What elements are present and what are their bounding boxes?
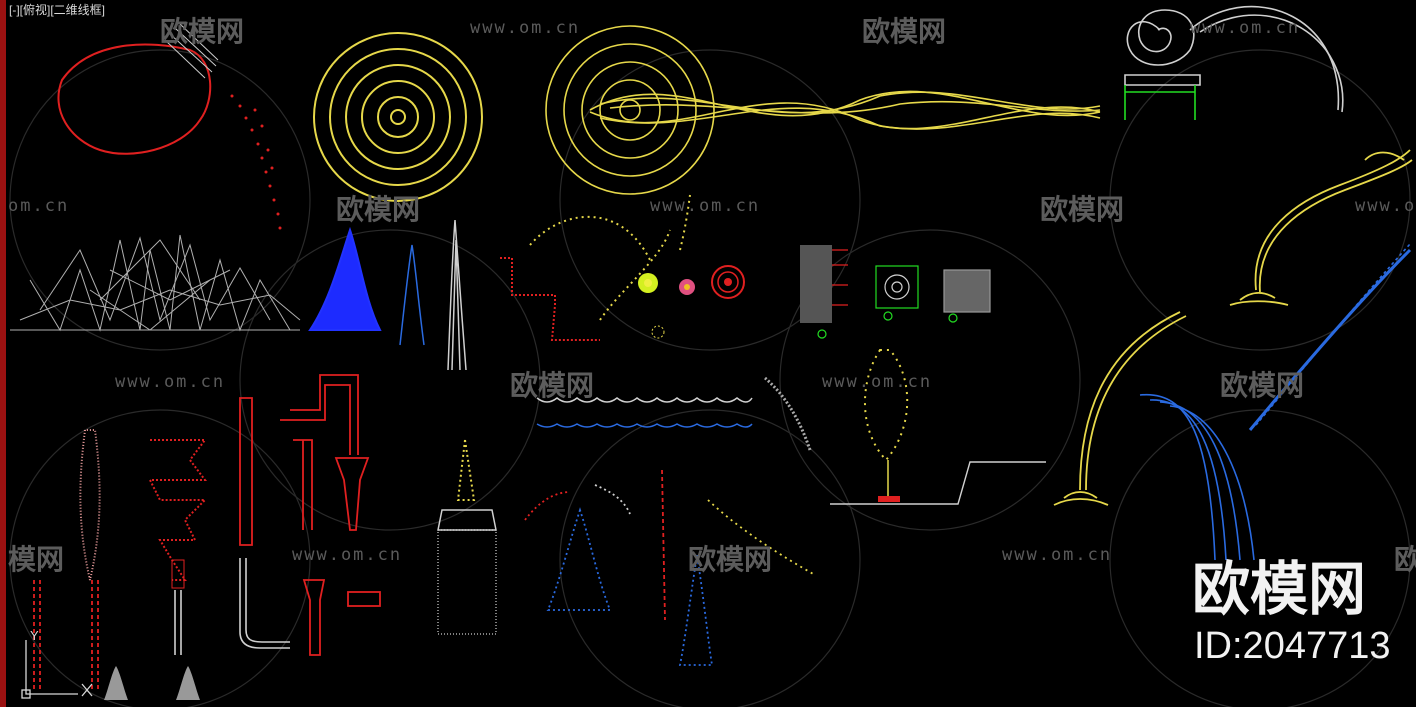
detail-sections-drawing[interactable] xyxy=(800,245,991,339)
watermark-url: www.om.cn xyxy=(1355,196,1416,216)
watermark-brand: 欧模网 xyxy=(1220,369,1305,402)
watermark-brand: 欧模网 xyxy=(688,543,773,576)
watermark-brand: 欧模网 xyxy=(510,369,595,402)
watermark-brand: 欧模网 xyxy=(1040,193,1125,226)
watermark-brand: 欧模网 xyxy=(160,15,245,48)
watermark-brand: 欧模网 xyxy=(1394,543,1416,576)
nozzle-icons-drawing[interactable] xyxy=(638,265,745,299)
overlay-id: ID:2047713 xyxy=(1194,625,1391,667)
watermark-url: om.cn xyxy=(8,196,70,216)
window-edge xyxy=(0,0,6,707)
ucs-y-label: Y xyxy=(30,628,39,643)
ucs-axis-icon xyxy=(21,640,93,699)
watermark-circles xyxy=(9,49,1411,707)
cascade-column-drawing[interactable] xyxy=(437,439,497,635)
dot-arc-drawing[interactable] xyxy=(500,194,691,341)
watermark-url: www.om.cn xyxy=(650,196,761,216)
urn-fountain-drawing[interactable] xyxy=(57,23,282,230)
ripple-circles-drawing[interactable] xyxy=(313,32,483,202)
foam-jets-drawing[interactable] xyxy=(79,429,208,589)
watermark-brand: 欧模网 xyxy=(336,193,421,226)
reed-cluster-drawing[interactable] xyxy=(10,234,301,332)
watermark-url: www.om.cn xyxy=(822,372,933,392)
viewport-label[interactable]: [-][俯视][二维线框] xyxy=(9,3,106,17)
spray-and-tree-drawing[interactable] xyxy=(764,349,1046,505)
watermark-url: www.om.cn xyxy=(1002,545,1113,565)
pipe-fittings-drawing[interactable] xyxy=(33,374,381,690)
arc-jets-drawing[interactable] xyxy=(1053,149,1413,506)
water-surface-drawing[interactable] xyxy=(536,397,753,428)
overlay-brand: 欧模网 xyxy=(1192,555,1367,623)
tall-jet-drawing[interactable] xyxy=(447,219,467,371)
water-curtain-drawing[interactable] xyxy=(1139,243,1412,561)
blue-splash-drawing[interactable] xyxy=(308,226,425,346)
watermark-url: www.om.cn xyxy=(115,372,226,392)
shell-fountain-drawing[interactable] xyxy=(1124,5,1344,120)
watermark-url: www.om.cn xyxy=(292,545,403,565)
elbow-pipe-drawing[interactable] xyxy=(174,558,290,655)
watermark-brand: 模网 xyxy=(8,543,65,576)
watermark-url: www.om.cn xyxy=(470,18,581,38)
watermark-url: www.om.cn xyxy=(1190,18,1301,38)
ripple-stream-drawing[interactable] xyxy=(545,25,1101,195)
watermark-brand: 欧模网 xyxy=(862,15,947,48)
bell-jets-drawing[interactable] xyxy=(104,666,200,700)
blue-plumes-drawing[interactable] xyxy=(524,469,816,666)
